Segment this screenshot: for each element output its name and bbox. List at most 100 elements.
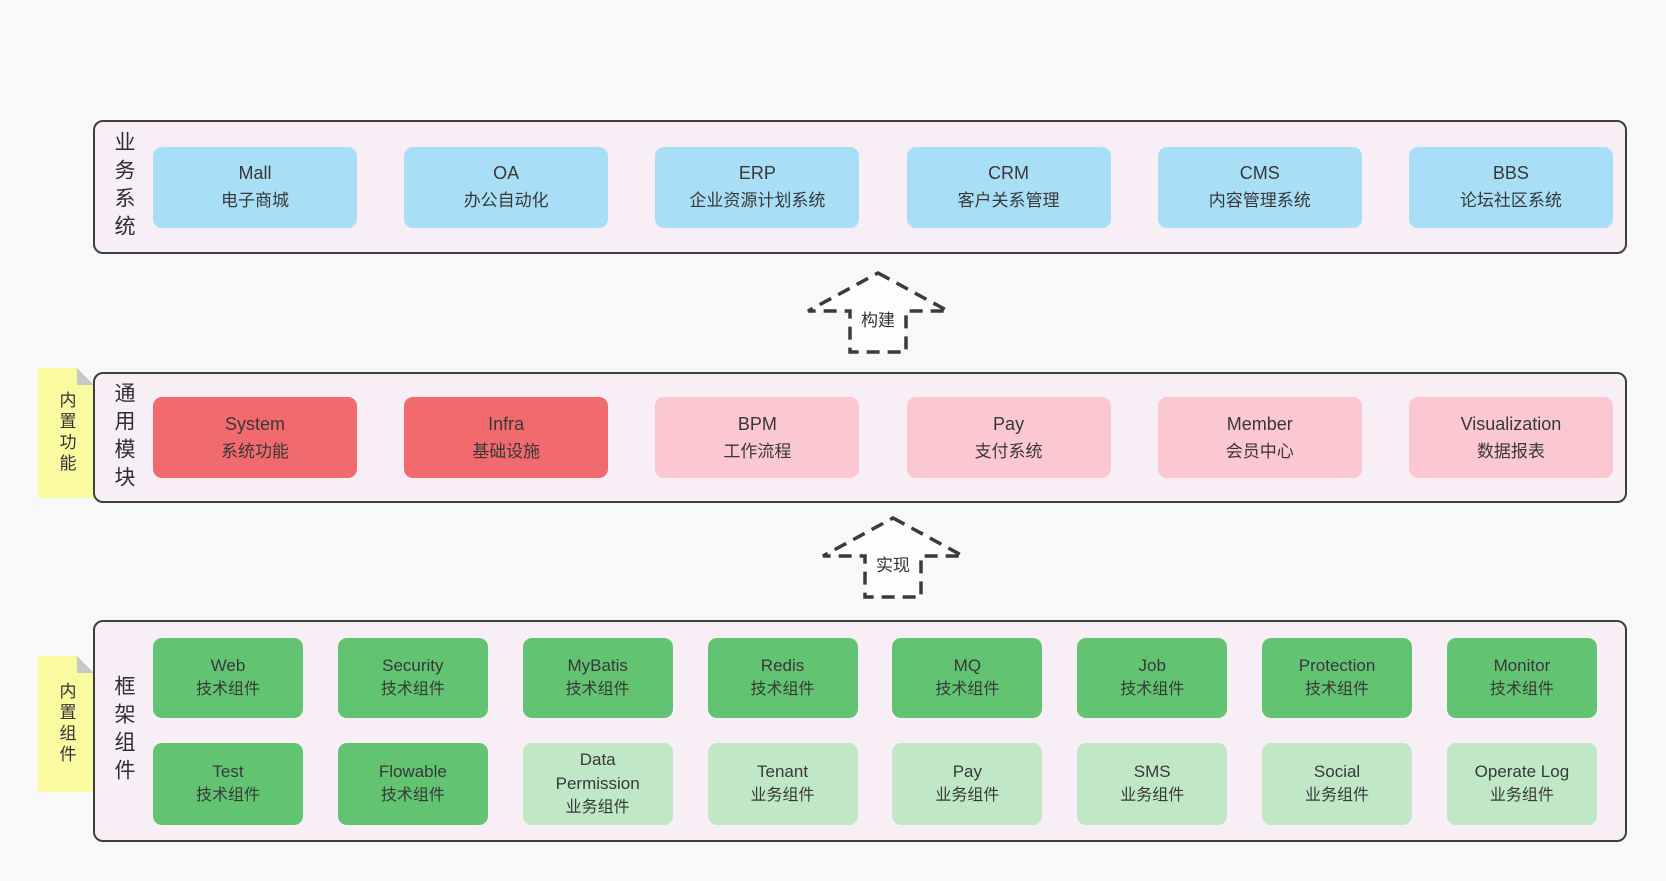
node-subtitle: 办公自动化 xyxy=(463,191,549,210)
node-subtitle: 技术组件 xyxy=(1305,681,1370,698)
diagram-node-bpm: BPM 工作流程 xyxy=(655,397,860,478)
node-title: Social xyxy=(1313,762,1361,781)
node-title: Flowable xyxy=(378,762,447,781)
node-subtitle: 电子商城 xyxy=(221,191,289,210)
diagram-node-sms: SMS 业务组件 xyxy=(1077,743,1228,825)
node-title: Tenant xyxy=(757,762,809,781)
panel-common-modules: 通用模块 System 系统功能 Infra 基础设施 BPM 工作流程 Pay… xyxy=(93,372,1627,503)
diagram-node-bbs: BBS 论坛社区系统 xyxy=(1408,146,1613,228)
arrow-label: 实现 xyxy=(873,551,913,576)
diagram-node-protection: Protection 技术组件 xyxy=(1262,638,1413,718)
diagram-node-social: Social 业务组件 xyxy=(1262,743,1413,825)
node-title: Monitor xyxy=(1493,656,1551,675)
node-subtitle: 业务组件 xyxy=(565,799,630,816)
node-title: Security xyxy=(382,656,444,675)
diagram-node-infra: Infra 基础设施 xyxy=(404,397,609,478)
diagram-node-test: Test 技术组件 xyxy=(153,743,303,825)
node-title: SMS xyxy=(1133,762,1171,781)
node-subtitle: 工作流程 xyxy=(723,441,792,461)
diagram-node-crm: CRM 客户关系管理 xyxy=(906,146,1111,228)
node-subtitle: 业务组件 xyxy=(1305,787,1370,804)
node-subtitle: 论坛社区系统 xyxy=(1459,191,1562,210)
diagram-node-erp: ERP 企业资源计划系统 xyxy=(655,146,860,228)
node-subtitle: 支付系统 xyxy=(974,441,1043,461)
panel-business-systems: 业务系统 Mall 电子商城 OA 办公自动化 ERP 企业资源计划系统 CRM… xyxy=(93,120,1627,254)
node-title: MyBatis xyxy=(567,656,628,675)
node-subtitle: 技术组件 xyxy=(565,681,630,698)
node-title: BBS xyxy=(1492,163,1529,183)
sticky-note-label: 内置功能 xyxy=(56,391,76,475)
panel-label-framework-components: 框架组件 xyxy=(112,675,135,787)
node-subtitle: 企业资源计划系统 xyxy=(689,191,826,210)
diagram-node-data-permission: Data Permission 业务组件 xyxy=(522,743,673,825)
node-subtitle: 客户关系管理 xyxy=(957,191,1060,210)
node-subtitle: 系统功能 xyxy=(221,441,289,461)
node-subtitle: 技术组件 xyxy=(750,681,815,698)
node-subtitle: 技术组件 xyxy=(380,787,445,804)
node-subtitle: 会员中心 xyxy=(1225,441,1294,461)
node-subtitle: 基础设施 xyxy=(472,441,541,461)
node-title: Test xyxy=(212,762,244,781)
node-title: OA xyxy=(493,163,520,183)
node-title: Infra xyxy=(488,413,525,434)
module-node-row: System 系统功能 Infra 基础设施 BPM 工作流程 Pay 支付系统… xyxy=(153,374,1613,501)
node-subtitle: 业务组件 xyxy=(935,787,1000,804)
node-subtitle: 技术组件 xyxy=(1489,681,1554,698)
sticky-note-built-in-components: 内置组件 xyxy=(38,656,94,792)
node-title: Mall xyxy=(238,163,272,183)
node-subtitle: 技术组件 xyxy=(935,681,1000,698)
node-title: BPM xyxy=(737,413,777,434)
node-title: ERP xyxy=(738,163,776,183)
arrow-implement: 实现 xyxy=(820,515,966,600)
framework-node-row-2: Test 技术组件 Flowable 技术组件 Data Permission … xyxy=(153,743,1597,825)
node-title: Pay xyxy=(993,413,1025,434)
diagram-node-tenant: Tenant 业务组件 xyxy=(707,743,858,825)
diagram-node-monitor: Monitor 技术组件 xyxy=(1446,638,1597,718)
node-title: Protection xyxy=(1298,656,1376,675)
diagram-node-mybatis: MyBatis 技术组件 xyxy=(522,638,673,718)
diagram-node-mall: Mall 电子商城 xyxy=(153,146,357,228)
node-subtitle: 数据报表 xyxy=(1476,441,1545,461)
diagram-node-job: Job 技术组件 xyxy=(1077,638,1228,718)
folded-corner xyxy=(77,656,94,673)
node-subtitle: 技术组件 xyxy=(195,787,260,804)
node-title: Member xyxy=(1226,413,1293,434)
diagram-node-cms: CMS 内容管理系统 xyxy=(1157,146,1362,228)
panel-label-common-modules: 通用模块 xyxy=(112,381,135,494)
panel-label-business-systems: 业务系统 xyxy=(112,131,135,243)
node-title: CRM xyxy=(988,163,1030,183)
diagram-node-visualization: Visualization 数据报表 xyxy=(1408,397,1613,478)
node-subtitle: 技术组件 xyxy=(195,681,260,698)
node-title: System xyxy=(224,413,285,434)
diagram-node-flowable: Flowable 技术组件 xyxy=(337,743,488,825)
framework-node-row-1: Web 技术组件 Security 技术组件 MyBatis 技术组件 Redi… xyxy=(153,638,1597,718)
diagram-node-pay-component: Pay 业务组件 xyxy=(892,743,1043,825)
node-title: Pay xyxy=(952,762,983,781)
arrow-build: 构建 xyxy=(805,270,951,355)
sticky-note-label: 内置组件 xyxy=(56,682,76,766)
folded-corner xyxy=(77,368,94,385)
node-subtitle: 技术组件 xyxy=(380,681,445,698)
node-subtitle: 业务组件 xyxy=(1120,787,1185,804)
diagram-node-web: Web 技术组件 xyxy=(153,638,303,718)
node-title: Data Permission xyxy=(555,750,640,793)
sticky-note-built-in-features: 内置功能 xyxy=(38,368,94,498)
node-subtitle: 技术组件 xyxy=(1120,681,1185,698)
diagram-node-mq: MQ 技术组件 xyxy=(892,638,1043,718)
diagram-node-system: System 系统功能 xyxy=(153,397,357,478)
diagram-node-operate-log: Operate Log 业务组件 xyxy=(1446,743,1597,825)
arrow-label: 构建 xyxy=(858,306,898,331)
node-title: Web xyxy=(210,656,246,675)
node-subtitle: 内容管理系统 xyxy=(1208,191,1311,210)
node-title: CMS xyxy=(1239,163,1280,183)
business-node-row: Mall 电子商城 OA 办公自动化 ERP 企业资源计划系统 CRM 客户关系… xyxy=(153,122,1613,252)
node-title: Visualization xyxy=(1460,413,1562,434)
panel-framework-components: 框架组件 Web 技术组件 Security 技术组件 MyBatis 技术组件… xyxy=(93,620,1627,842)
node-title: Redis xyxy=(760,656,805,675)
diagram-node-member: Member 会员中心 xyxy=(1157,397,1362,478)
node-title: Operate Log xyxy=(1474,762,1570,781)
node-subtitle: 业务组件 xyxy=(750,787,815,804)
node-title: MQ xyxy=(953,656,982,675)
diagram-node-redis: Redis 技术组件 xyxy=(707,638,858,718)
